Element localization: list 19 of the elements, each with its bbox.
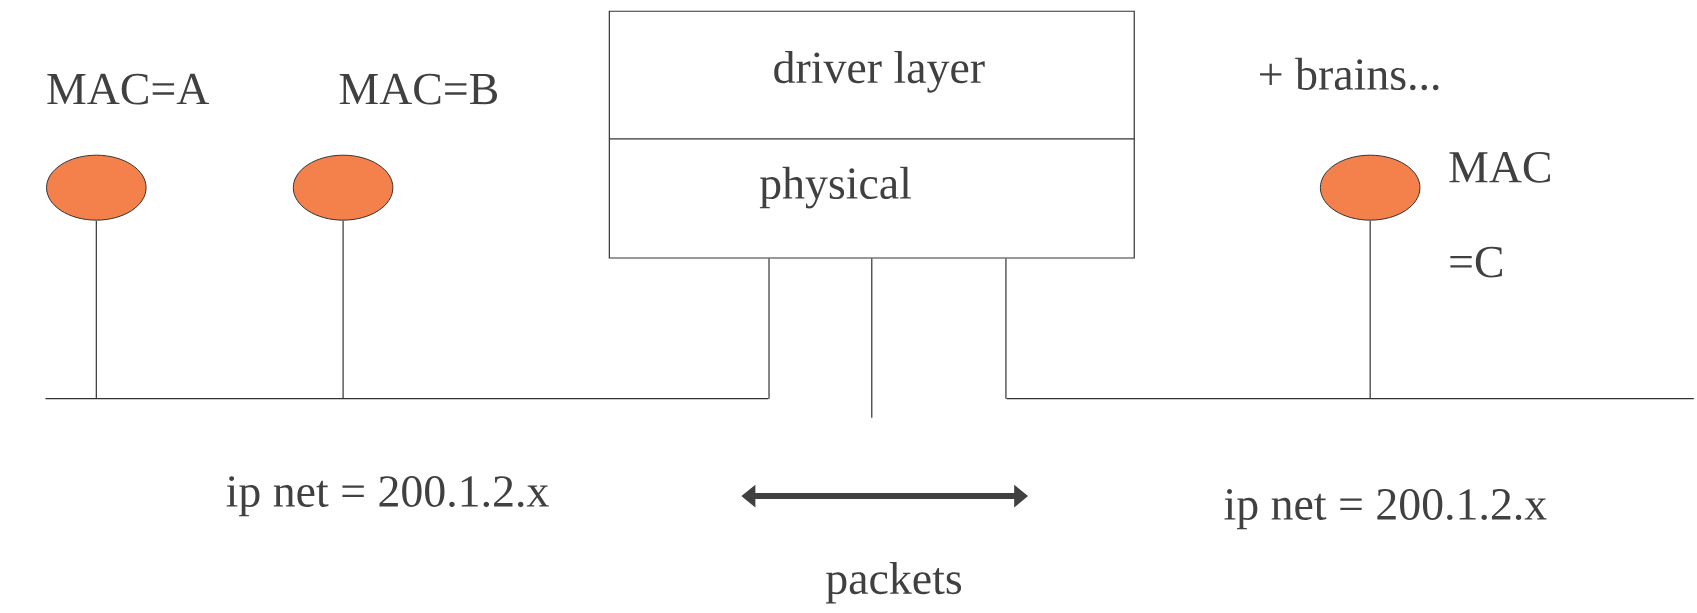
wire-line	[95, 220, 97, 399]
wire-line	[1369, 220, 1371, 399]
layer-box: driver layer physical	[608, 10, 1135, 259]
host-ellipse	[46, 154, 147, 221]
host-ellipse	[1319, 154, 1421, 221]
note-text: packets	[826, 561, 962, 604]
address-label: MAC =C	[1449, 152, 1550, 278]
network-wire	[44, 398, 769, 400]
wire-line	[342, 220, 344, 399]
address-label: ip net = 200.1.2.x	[1224, 488, 1547, 530]
address-label: MAC=B	[339, 73, 497, 105]
host-ellipse	[292, 154, 394, 221]
address-label: ip net = 200.1.2.x	[226, 476, 549, 517]
network-wire	[1005, 398, 1695, 400]
wire-line	[871, 258, 873, 419]
wire-line	[1005, 258, 1007, 400]
address-label: MAC=A	[47, 73, 210, 105]
wire-line	[768, 258, 770, 400]
note-text: + brains...	[1260, 57, 1439, 91]
